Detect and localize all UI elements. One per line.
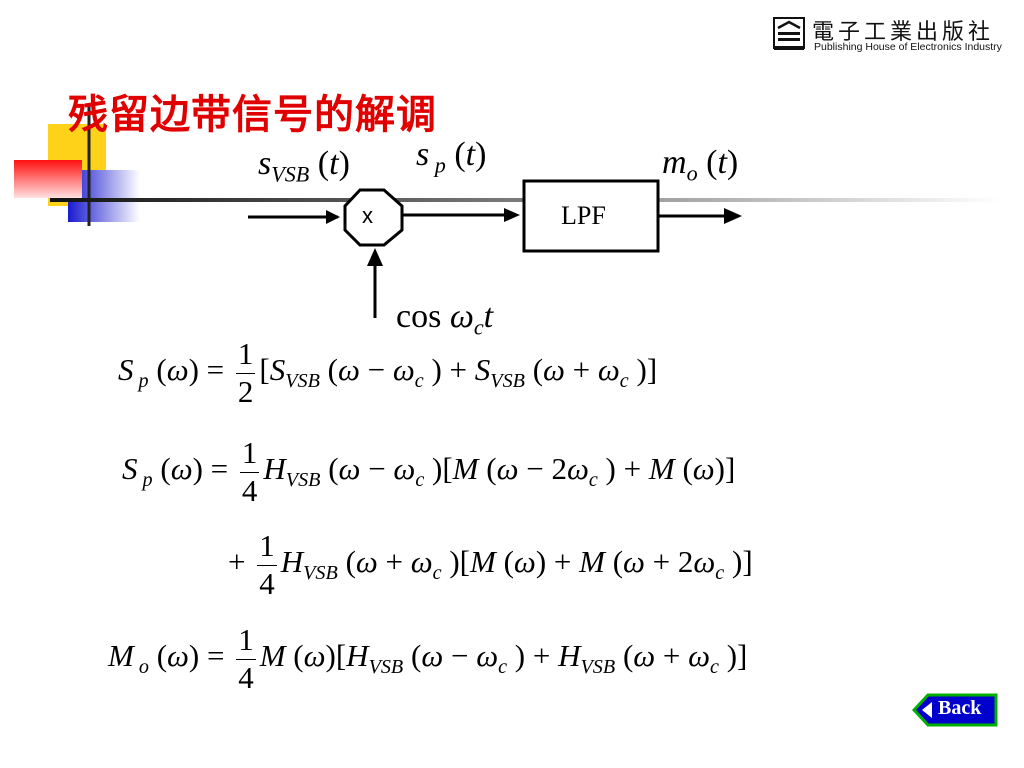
carrier-arrowhead xyxy=(367,248,383,266)
publisher-name-en: Publishing House of Electronics Industry xyxy=(814,41,1002,53)
output-signal-label: mo (t) xyxy=(662,144,739,186)
publisher-name-cn: 電子工業出版社 xyxy=(812,20,995,45)
lpf-box xyxy=(522,179,660,253)
back-button[interactable] xyxy=(912,693,998,727)
back-arrow-icon xyxy=(922,702,932,718)
input-signal-label: sVSB (t) xyxy=(258,145,350,187)
publisher-logo-icon xyxy=(773,17,805,50)
carrier-label: cos ωct xyxy=(396,298,494,340)
output-arrowhead xyxy=(724,208,742,224)
back-button-label[interactable]: Back xyxy=(938,697,982,719)
product-signal-label: s p (t) xyxy=(416,136,487,178)
input-arrowhead xyxy=(326,210,340,224)
mid-arrowhead xyxy=(504,208,520,222)
multiplier-octagon xyxy=(343,188,404,247)
lpf-label: LPF xyxy=(561,201,606,230)
multiplier-label: x xyxy=(362,203,373,228)
decor-red-square xyxy=(14,160,82,198)
slide-title: 残留边带信号的解调 xyxy=(68,92,437,138)
